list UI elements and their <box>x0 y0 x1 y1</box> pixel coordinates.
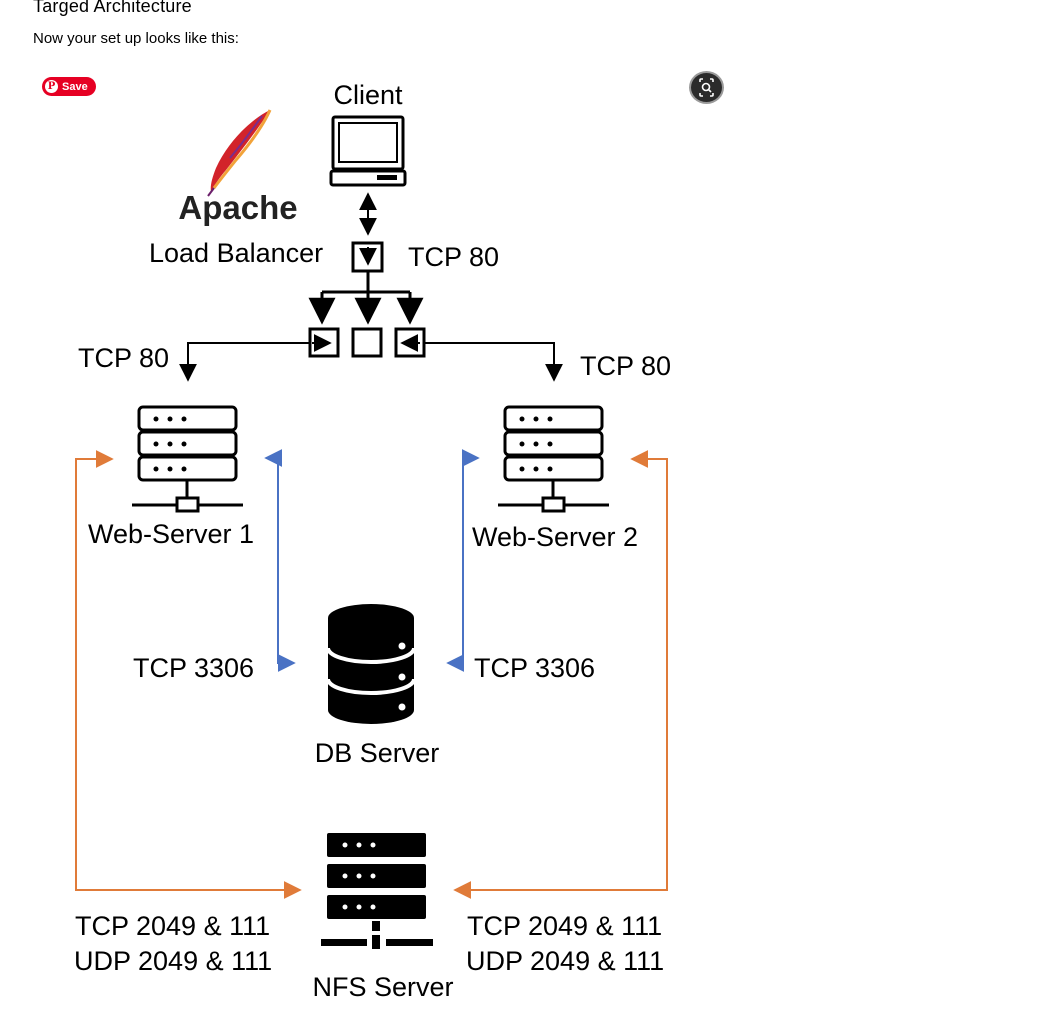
lb-port-label: TCP 80 <box>408 242 499 272</box>
nfs-right-line2: UDP 2049 & 111 <box>466 946 664 976</box>
load-balancer-icon <box>308 241 426 358</box>
nfs-right-line1: TCP 2049 & 111 <box>467 911 662 941</box>
client-computer-icon <box>329 115 407 187</box>
visual-search-icon <box>699 78 714 97</box>
nfs-server-icon <box>321 833 433 949</box>
nfs-left-line1: TCP 2049 & 111 <box>75 911 270 941</box>
pinterest-icon: P <box>45 80 58 93</box>
web1-port-label: TCP 80 <box>78 343 169 373</box>
db-server-label: DB Server <box>315 738 440 768</box>
page-subtext: Now your set up looks like this: <box>33 30 239 47</box>
visual-search-button[interactable] <box>691 73 722 102</box>
web-server-2-label: Web-Server 2 <box>472 522 638 552</box>
page-heading: Targed Architecture <box>33 0 192 16</box>
apache-feather-icon <box>207 109 272 197</box>
client-label: Client <box>333 80 403 110</box>
nfs-server-label: NFS Server <box>312 972 453 1002</box>
db-port-right-label: TCP 3306 <box>474 653 595 683</box>
web-server-1-label: Web-Server 1 <box>88 519 254 549</box>
db-port-left-label: TCP 3306 <box>133 653 254 683</box>
apache-logo-text: Apache <box>178 189 297 226</box>
web-server-2-icon <box>498 405 609 513</box>
web2-port-label: TCP 80 <box>580 351 671 381</box>
pinterest-save-button[interactable]: P Save <box>42 77 96 96</box>
database-icon <box>326 604 416 724</box>
load-balancer-label: Load Balancer <box>149 238 323 268</box>
save-label: Save <box>62 80 88 93</box>
nfs-left-line2: UDP 2049 & 111 <box>74 946 272 976</box>
web-server-1-icon <box>132 405 243 513</box>
